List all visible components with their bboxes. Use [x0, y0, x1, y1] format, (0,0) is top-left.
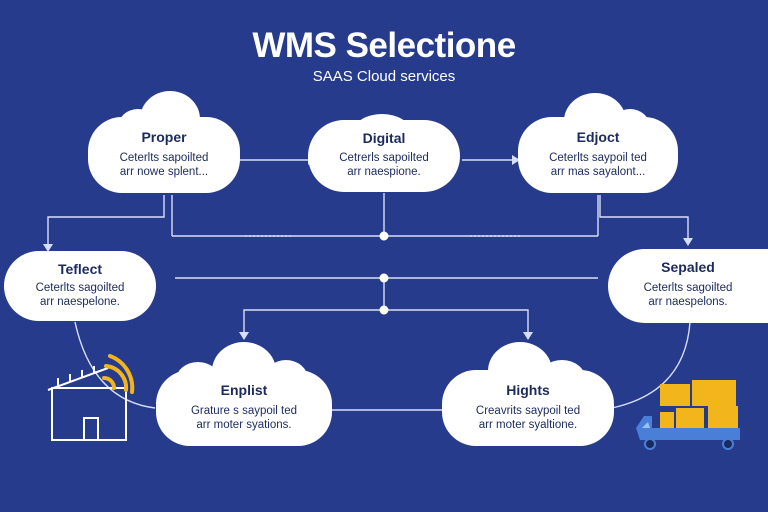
node-description: Ceterlts saypoil ted arr mas sayalont...	[549, 152, 647, 178]
node-description: Cetrerls sapoilted arr naespione.	[339, 152, 429, 178]
junction-dot-middle	[379, 273, 389, 283]
page-subtitle: SAAS Cloud services	[312, 68, 456, 85]
node-label: Sepaled	[661, 259, 715, 275]
connector-left-curve	[74, 321, 156, 409]
connector-edjoct-down	[599, 195, 689, 240]
node-label: Teflect	[57, 261, 103, 277]
node-hights: Hights Creavrits saypoil ted arr moter s…	[442, 342, 614, 446]
node-enplist: Enplist Grature s saypoil ted arr moter …	[156, 342, 332, 446]
node-description: Grature s saypoil ted arr moter syations…	[190, 405, 298, 431]
junction-dots	[379, 231, 389, 315]
arrowhead-to-hights	[523, 332, 533, 340]
arrowhead-to-edjoct	[512, 155, 520, 165]
node-digital: Digital Cetrerls sapoilted arr naespione…	[308, 114, 460, 192]
node-label: Hights	[506, 382, 550, 398]
connector-right-curve	[611, 321, 691, 409]
delivery-truck-boxes-icon	[636, 380, 740, 450]
node-description: Ceterlts sapoilted arr nowe splent...	[119, 152, 209, 178]
node-description: Ceterlts sagoilted arr naespelone.	[35, 282, 125, 308]
arrowhead-to-sepaled	[683, 238, 693, 246]
node-label: Proper	[141, 129, 187, 145]
arrowhead-to-teflect	[43, 244, 53, 252]
junction-dot-lower	[379, 305, 389, 315]
node-label: Enplist	[220, 382, 268, 398]
warehouse-wifi-icon	[47, 354, 135, 441]
node-teflect: Teflect Ceterlts sagoilted arr naespelon…	[4, 251, 156, 321]
connector-proper-down	[47, 195, 165, 245]
node-edjoct: Edjoct Ceterlts saypoil ted arr mas saya…	[518, 93, 678, 193]
node-sepaled: Sepaled Ceterlts sagoilted arr naespelon…	[608, 249, 768, 323]
arrowhead-to-enplist	[239, 332, 249, 340]
node-label: Edjoct	[576, 129, 620, 145]
node-proper: Proper Ceterlts sapoilted arr nowe splen…	[88, 91, 240, 193]
node-label: Digital	[362, 130, 406, 146]
node-description: Ceterlts sagoilted arr naespelons.	[643, 282, 733, 308]
node-description: Creavrits saypoil ted arr moter syaltion…	[475, 405, 581, 431]
junction-dot-top	[379, 231, 389, 241]
page-title: WMS Selectione	[252, 26, 516, 65]
